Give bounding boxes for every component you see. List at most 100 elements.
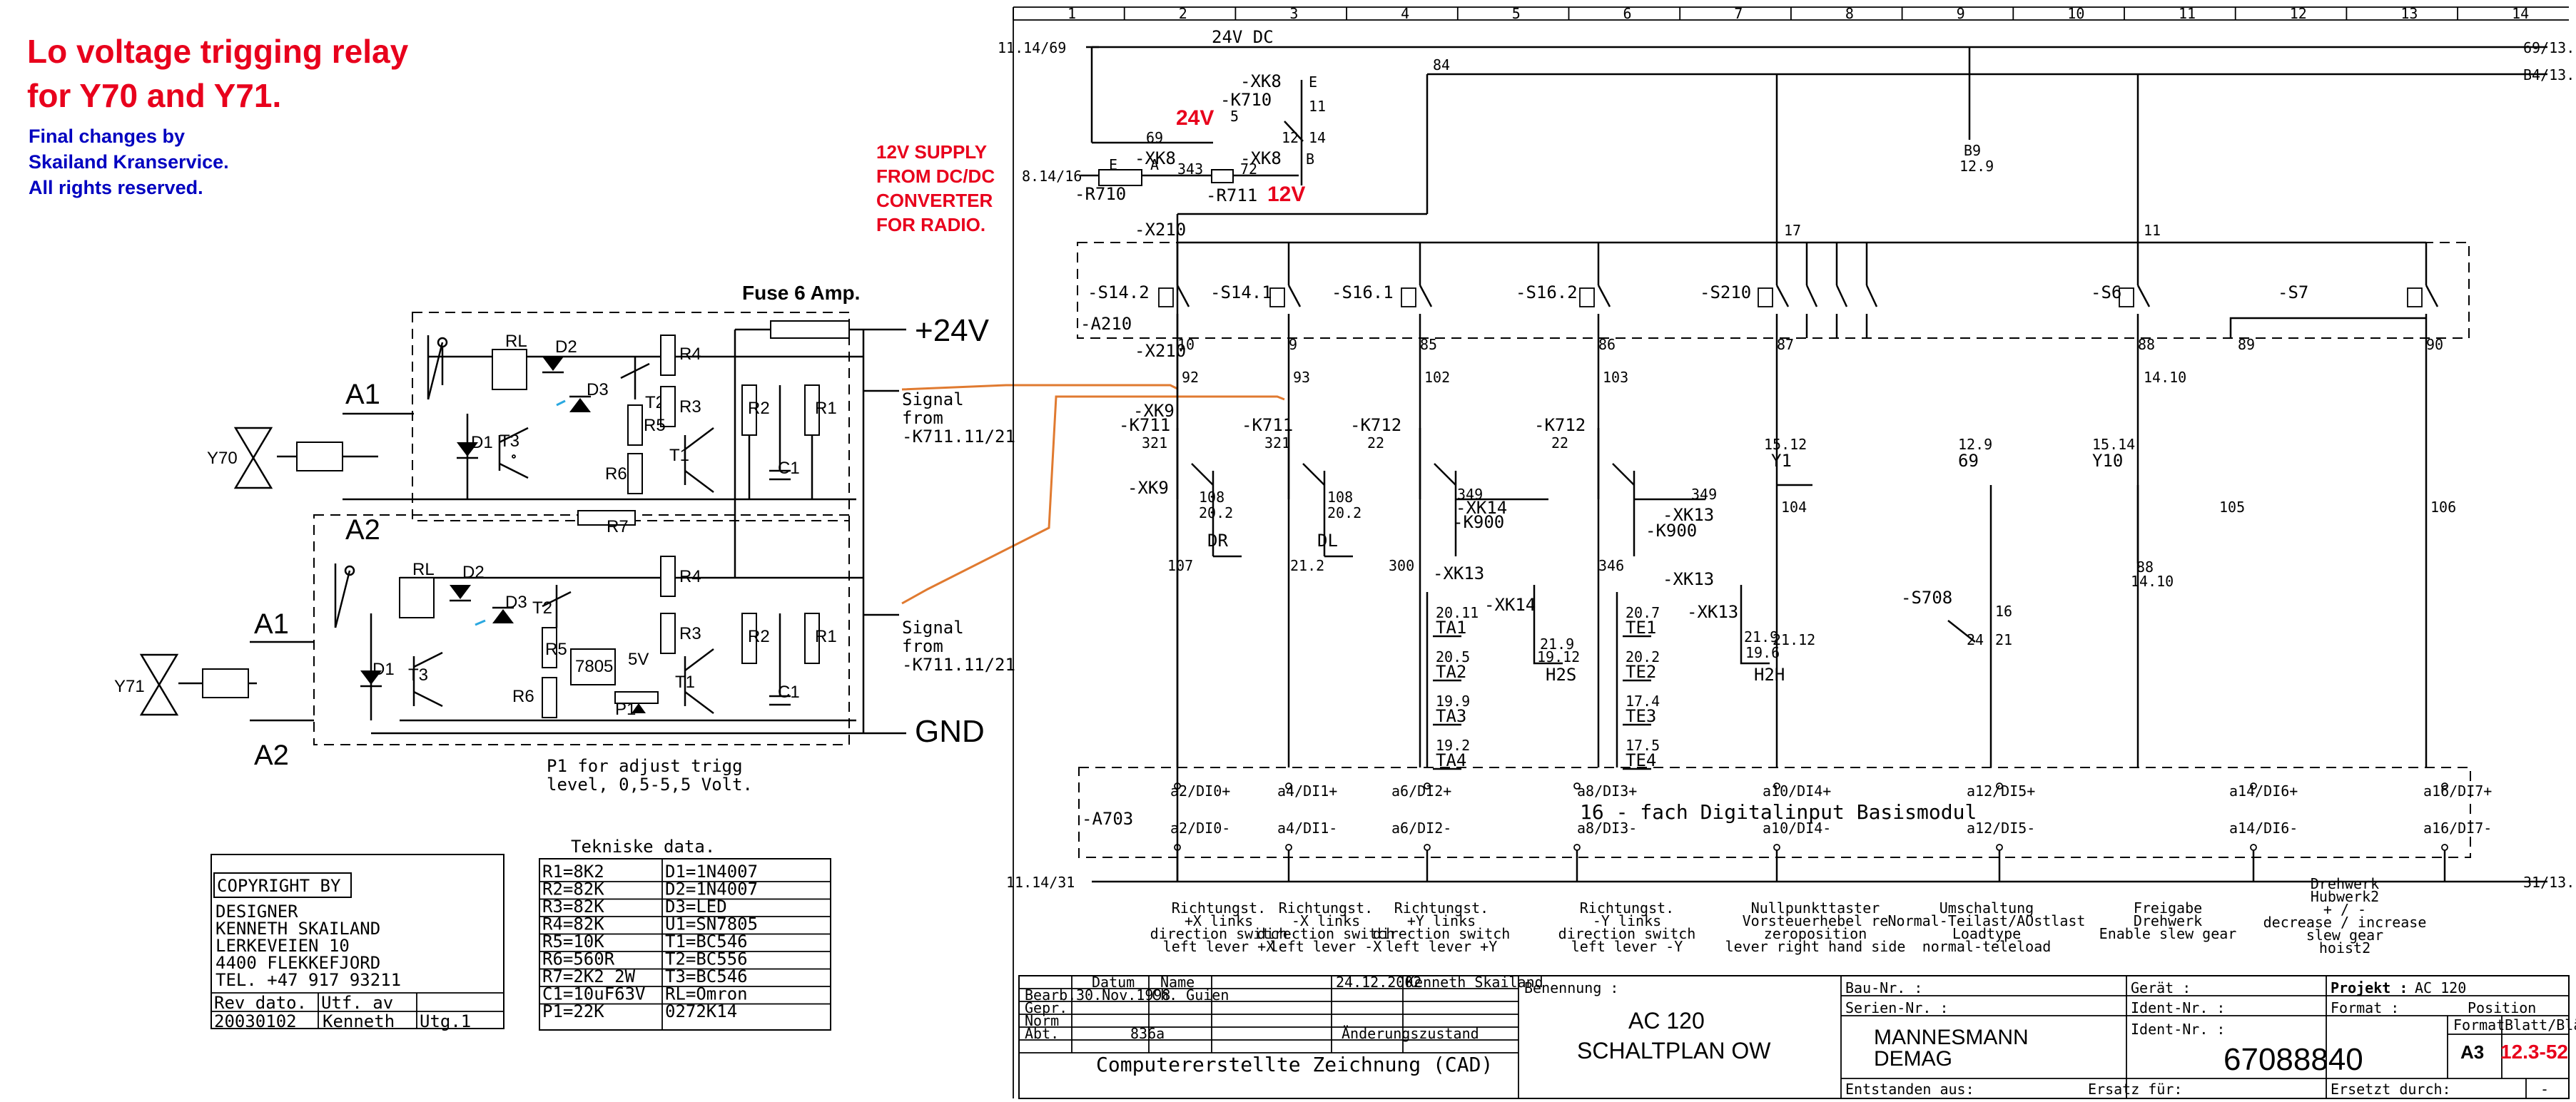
format-a3: A3	[2460, 1041, 2484, 1063]
svg-text:-A703: -A703	[1082, 809, 1133, 829]
wire-number: 108	[1327, 489, 1353, 506]
svg-text:Blatt/Blätter: Blatt/Blätter	[2505, 1016, 2576, 1034]
module-input-minus: a4/DI1-	[1277, 820, 1337, 837]
description-line: direction switch	[1373, 925, 1511, 942]
tech-data-cell: R6=560R	[542, 949, 615, 969]
svg-text:Format: Format	[2453, 1016, 2505, 1034]
tech-data-cell: T3=BC546	[665, 966, 748, 986]
wire-ref: 17.5	[1626, 737, 1660, 754]
copyright-title: COPYRIGHT BY	[217, 876, 341, 896]
description-line: +X links	[1185, 912, 1253, 929]
fuse-label: Fuse 6 Amp.	[742, 282, 860, 304]
svg-text:Rev dato.: Rev dato.	[214, 993, 307, 1013]
wire-number: 300	[1389, 557, 1414, 574]
description-line: Richtungst.	[1172, 899, 1266, 917]
module-label: 16 - fach Digitalinput Basismodul	[1580, 800, 1977, 824]
te-label: TE3	[1626, 706, 1656, 726]
svg-text:DL: DL	[1317, 531, 1338, 551]
d1-diode-lower	[360, 670, 382, 685]
y70-coil	[296, 442, 343, 471]
svg-text:B: B	[1306, 150, 1314, 168]
svg-text:R5: R5	[545, 640, 567, 659]
description-line: Vorsteuerhebel re	[1743, 912, 1889, 929]
svg-text:KENNETH SKAILAND: KENNETH SKAILAND	[215, 919, 380, 939]
wire-ref: 20.5	[1436, 648, 1470, 665]
column-number: 1	[1068, 5, 1076, 22]
description-line: lever right hand side	[1725, 938, 1906, 955]
d2-diode-lower	[450, 585, 471, 599]
svg-text:Datum: Datum	[1092, 974, 1135, 991]
description-line: Nullpunkttaster	[1751, 899, 1880, 917]
column-number: 12	[2290, 5, 2307, 22]
svg-text:D2: D2	[462, 563, 485, 582]
svg-text:Y1: Y1	[1771, 451, 1792, 471]
svg-text:R1: R1	[815, 627, 837, 646]
switch-label: -S16.1	[1332, 282, 1394, 302]
svg-text:-K710: -K710	[1220, 90, 1272, 110]
svg-text:8.14/16: 8.14/16	[1022, 168, 1082, 185]
svg-text:321: 321	[1142, 434, 1167, 451]
svg-text:A: A	[1150, 156, 1159, 173]
description-line: Richtungst.	[1279, 899, 1373, 917]
svg-text:69/13.1: 69/13.1	[2523, 39, 2576, 56]
relay-coil-upper	[492, 349, 527, 390]
svg-text:-XK9: -XK9	[1127, 478, 1169, 498]
svg-text:24.12.2002: 24.12.2002	[1336, 974, 1421, 991]
d2-diode-upper	[542, 357, 564, 371]
svg-text:R6: R6	[512, 687, 534, 706]
tech-data-cell: R3=82K	[542, 897, 604, 917]
relay-coil-lower	[399, 577, 435, 618]
wire-number: 102	[1424, 369, 1450, 386]
company-name-2: DEMAG	[1874, 1047, 1952, 1071]
svg-text:11: 11	[2144, 222, 2161, 239]
svg-text:T2: T2	[532, 598, 552, 618]
svg-text:-XK14: -XK14	[1456, 498, 1507, 518]
svg-text:Projekt :: Projekt :	[2331, 979, 2408, 996]
d3-led-lower	[492, 609, 514, 623]
wire-number: 349	[1457, 486, 1483, 503]
r7-label: R7	[607, 517, 629, 536]
wire-ref: 20.11	[1436, 604, 1479, 621]
svg-text:Gepr.: Gepr.	[1025, 999, 1068, 1016]
svg-text:Ident-Nr. :: Ident-Nr. :	[2131, 1021, 2225, 1038]
svg-text:Kenneth: Kenneth	[323, 1011, 395, 1031]
a1-lower: A1	[254, 608, 289, 640]
description-line: +Y links	[1407, 912, 1476, 929]
svg-text:11: 11	[1309, 98, 1326, 115]
svg-text:-K711.11/21: -K711.11/21	[902, 655, 1015, 675]
svg-text:Abt.: Abt.	[1025, 1025, 1059, 1042]
svg-text:R2: R2	[748, 399, 770, 418]
svg-text:Position: Position	[2468, 999, 2536, 1016]
description-line: Freigabe	[2134, 899, 2202, 917]
a1-upper: A1	[345, 379, 380, 410]
description-line: -X links	[1292, 912, 1360, 929]
svg-text:-K712: -K712	[1350, 415, 1401, 435]
description-line: Umschaltung	[1939, 899, 2034, 917]
tech-data-cell: D1=1N4007	[665, 862, 758, 882]
description-line: Drehwerk	[2134, 912, 2202, 929]
svg-text:5: 5	[1230, 108, 1239, 125]
column-number: 4	[1401, 5, 1409, 22]
column-number: 5	[1512, 5, 1521, 22]
wire-ref: 20.7	[1626, 604, 1660, 621]
module-input-plus: a14/DI6+	[2229, 782, 2298, 800]
svg-text:Ersatz für:: Ersatz für:	[2088, 1081, 2182, 1098]
wire-number: 21.9	[1744, 628, 1778, 646]
description-line: left lever +Y	[1386, 938, 1498, 955]
r710-diode	[1098, 169, 1142, 186]
svg-text:4400 FLEKKEFJORD: 4400 FLEKKEFJORD	[215, 953, 380, 973]
wire-number: 89	[2238, 336, 2255, 353]
wire-number: 106	[2430, 499, 2456, 516]
svg-text:16: 16	[1995, 603, 2012, 620]
description-line: Loadtype	[1952, 925, 2021, 942]
title-line2: for Y70 and Y71.	[27, 77, 281, 114]
svg-text:Y10: Y10	[2092, 451, 2123, 471]
plus24-label: +24V	[915, 313, 990, 348]
description-line: hoist2	[2319, 939, 2370, 956]
switch-label: -S7	[2278, 282, 2308, 302]
svg-text:Benennung :: Benennung :	[1524, 979, 1618, 996]
svg-text:R5: R5	[644, 416, 666, 435]
wire-ref: 19.2	[1436, 737, 1470, 754]
description-line: zeroposition	[1764, 925, 1867, 942]
